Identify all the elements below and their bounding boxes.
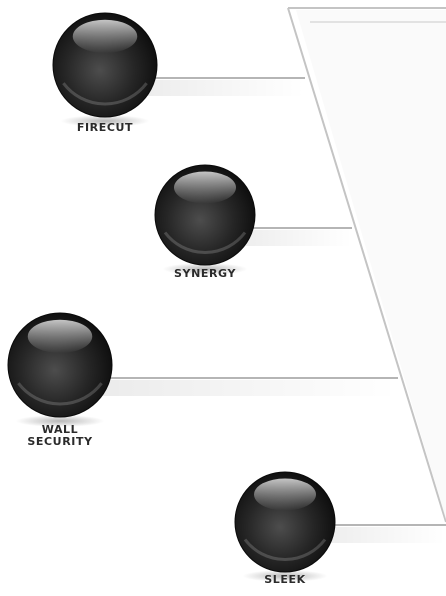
label-line: SECURITY (5, 436, 115, 448)
sphere-wall-security[interactable] (8, 313, 112, 427)
connector-shadow-wall-security (76, 380, 398, 396)
label-synergy: SYNERGY (150, 268, 260, 280)
sphere-highlight (174, 172, 236, 204)
label-firecut: FIRECUT (50, 122, 160, 134)
label-sleek: SLEEK (230, 574, 340, 586)
sphere-highlight (73, 20, 137, 53)
label-line: SYNERGY (150, 268, 260, 280)
spheres (8, 13, 335, 582)
funnel-inner-panel (296, 10, 446, 520)
sphere-highlight (254, 479, 316, 511)
sphere-sleek[interactable] (235, 472, 335, 582)
sphere-synergy[interactable] (155, 165, 255, 275)
label-line: SLEEK (230, 574, 340, 586)
label-line: FIRECUT (50, 122, 160, 134)
funnel-frame (288, 8, 446, 522)
sphere-firecut[interactable] (53, 13, 157, 127)
sphere-highlight (28, 320, 92, 353)
